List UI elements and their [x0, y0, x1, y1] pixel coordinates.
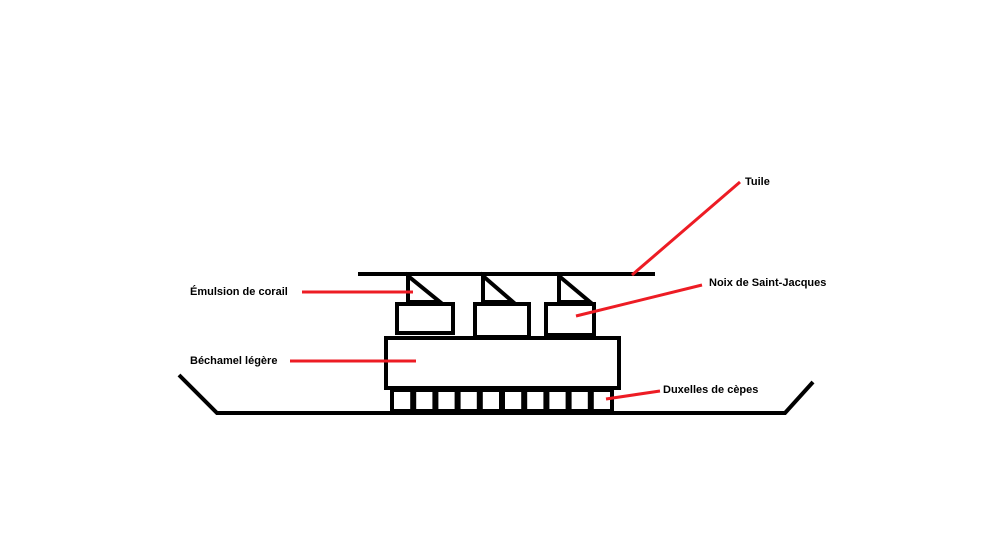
leader-noix [575, 283, 703, 318]
duxelles-cube [412, 388, 437, 413]
label-noix: Noix de Saint-Jacques [709, 277, 827, 289]
scallop-2 [473, 302, 531, 339]
leader-duxelles [605, 389, 661, 401]
duxelles-cube [545, 388, 570, 413]
duxelles-shape [390, 388, 614, 413]
leader-tuile [631, 180, 741, 277]
duxelles-cube [434, 388, 459, 413]
duxelles-cube [390, 388, 415, 413]
duxelles-cube [501, 388, 526, 413]
label-duxelles: Duxelles de cèpes [663, 384, 759, 396]
label-tuile: Tuile [745, 176, 770, 188]
bechamel-shape [384, 336, 621, 390]
duxelles-cube [478, 388, 503, 413]
plate [177, 373, 815, 415]
duxelles-cube [456, 388, 481, 413]
label-emulsion: Émulsion de corail [190, 286, 288, 298]
duxelles-cube [523, 388, 548, 413]
emulsion-shape-2 [481, 271, 519, 304]
scallop-3 [544, 302, 596, 337]
duxelles-cube [567, 388, 592, 413]
label-bechamel: Béchamel légère [190, 355, 278, 367]
emulsion-shape-1 [406, 271, 446, 304]
duxelles-cube [589, 388, 614, 413]
emulsion-shape-3 [557, 271, 596, 304]
scallop-1 [395, 302, 455, 335]
